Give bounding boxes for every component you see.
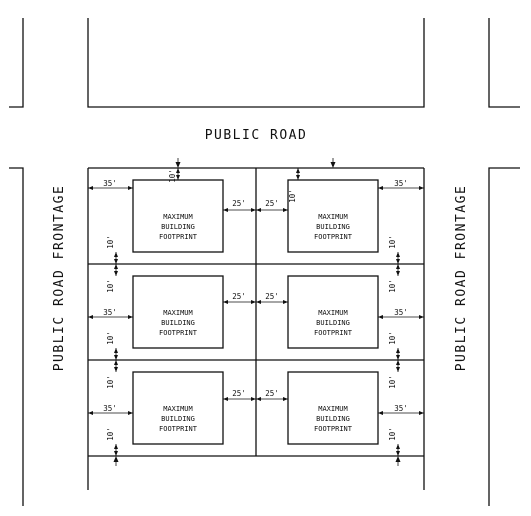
svg-text:10': 10'	[388, 427, 397, 441]
dim-35-right-r3: 35'	[378, 404, 424, 415]
dim-10-left-bottom-r1: 10'	[106, 235, 118, 264]
svg-text:35': 35'	[103, 308, 117, 317]
svg-text:25': 25'	[232, 389, 246, 398]
front-setback-arrow-right	[330, 158, 336, 168]
dim-25-r1: 25' 25'	[223, 199, 288, 212]
footprint-label-r3-right: MAXIMUM BUILDING FOOTPRINT	[314, 405, 353, 433]
svg-text:25': 25'	[265, 199, 279, 208]
front-setback-arrow-left	[175, 158, 181, 168]
dim-10-right-bottom-r2: 10'	[388, 331, 400, 360]
svg-text:BUILDING: BUILDING	[316, 415, 350, 423]
dim-10-top-r1-left: 10'	[168, 168, 180, 183]
svg-text:10': 10'	[106, 279, 115, 293]
footprint-box-r2-right	[287, 275, 379, 349]
svg-text:25': 25'	[265, 292, 279, 301]
svg-text:FOOTPRINT: FOOTPRINT	[159, 329, 198, 337]
dim-25-r3: 25' 25'	[223, 389, 288, 401]
dim-10-left-bottom-r3: 10'	[106, 427, 118, 456]
svg-text:BUILDING: BUILDING	[161, 415, 195, 423]
dim-10-top-r1-right: 10'	[288, 168, 300, 203]
svg-text:10': 10'	[106, 331, 115, 345]
dim-35-left-r1: 35'	[88, 179, 133, 190]
svg-text:10': 10'	[106, 427, 115, 441]
bottom-right-block-outline	[488, 167, 520, 506]
footprint-box-r3-left	[132, 371, 224, 445]
dim-35-right-r1: 35'	[378, 179, 424, 190]
svg-text:FOOTPRINT: FOOTPRINT	[314, 233, 353, 241]
svg-text:10': 10'	[106, 235, 115, 249]
dim-35-left-r3: 35'	[88, 404, 133, 415]
svg-text:10': 10'	[388, 279, 397, 293]
public-road-frontage-left-label: PUBLIC ROAD FRONTAGE	[52, 185, 67, 372]
dim-10-left-top-r3: 10'	[106, 360, 118, 389]
dim-10-left-top-r2: 10'	[106, 264, 118, 293]
dim-10-right-top-r3: 10'	[388, 360, 400, 389]
svg-text:10': 10'	[388, 331, 397, 345]
svg-text:MAXIMUM: MAXIMUM	[163, 405, 193, 413]
svg-text:35': 35'	[394, 308, 408, 317]
svg-text:35': 35'	[394, 179, 408, 188]
svg-text:BUILDING: BUILDING	[161, 319, 195, 327]
dim-10-right-bottom-r3: 10'	[388, 427, 400, 456]
public-road-label: PUBLIC ROAD	[205, 128, 308, 143]
svg-text:MAXIMUM: MAXIMUM	[163, 213, 193, 221]
svg-text:10': 10'	[168, 169, 177, 183]
footprint-label-r1-right: MAXIMUM BUILDING FOOTPRINT	[314, 213, 353, 241]
footprint-label-r2-right: MAXIMUM BUILDING FOOTPRINT	[314, 309, 353, 337]
svg-text:FOOTPRINT: FOOTPRINT	[159, 233, 198, 241]
svg-text:MAXIMUM: MAXIMUM	[318, 405, 348, 413]
svg-text:35': 35'	[103, 179, 117, 188]
svg-text:25': 25'	[232, 199, 246, 208]
front-setback-arrow-bottom-left	[113, 456, 119, 466]
svg-text:10': 10'	[388, 235, 397, 249]
dim-35-left-r2: 35'	[88, 308, 133, 319]
svg-text:35': 35'	[394, 404, 408, 413]
dim-10-right-top-r2: 10'	[388, 264, 400, 293]
svg-text:BUILDING: BUILDING	[161, 223, 195, 231]
svg-text:25': 25'	[232, 292, 246, 301]
svg-text:FOOTPRINT: FOOTPRINT	[314, 329, 353, 337]
dim-10-left-bottom-r2: 10'	[106, 331, 118, 360]
top-right-block-outline	[488, 18, 520, 108]
svg-text:35': 35'	[103, 404, 117, 413]
footprint-label-r3-left: MAXIMUM BUILDING FOOTPRINT	[159, 405, 198, 433]
footprint-label-r2-left: MAXIMUM BUILDING FOOTPRINT	[159, 309, 198, 337]
footprint-box-r1-right	[287, 179, 379, 253]
svg-text:BUILDING: BUILDING	[316, 319, 350, 327]
svg-text:25': 25'	[265, 389, 279, 398]
svg-text:MAXIMUM: MAXIMUM	[318, 309, 348, 317]
svg-text:10': 10'	[288, 189, 297, 203]
dim-10-right-bottom-r1: 10'	[388, 235, 400, 264]
svg-text:FOOTPRINT: FOOTPRINT	[314, 425, 353, 433]
front-setback-arrow-bottom-right	[395, 456, 401, 466]
svg-text:MAXIMUM: MAXIMUM	[318, 213, 348, 221]
footprint-box-r3-right	[287, 371, 379, 445]
svg-text:BUILDING: BUILDING	[316, 223, 350, 231]
public-road-frontage-right-label: PUBLIC ROAD FRONTAGE	[454, 185, 469, 372]
top-left-block-outline	[9, 18, 24, 108]
top-center-block-outline	[87, 18, 425, 108]
svg-text:10': 10'	[388, 375, 397, 389]
footprint-label-r1-left: MAXIMUM BUILDING FOOTPRINT	[159, 213, 198, 241]
dim-35-right-r2: 35'	[378, 308, 424, 319]
dim-25-r2: 25' 25'	[223, 292, 288, 304]
svg-text:10': 10'	[106, 375, 115, 389]
svg-text:FOOTPRINT: FOOTPRINT	[159, 425, 198, 433]
bottom-left-block-outline	[9, 167, 24, 506]
footprint-box-r2-left	[132, 275, 224, 349]
svg-text:MAXIMUM: MAXIMUM	[163, 309, 193, 317]
